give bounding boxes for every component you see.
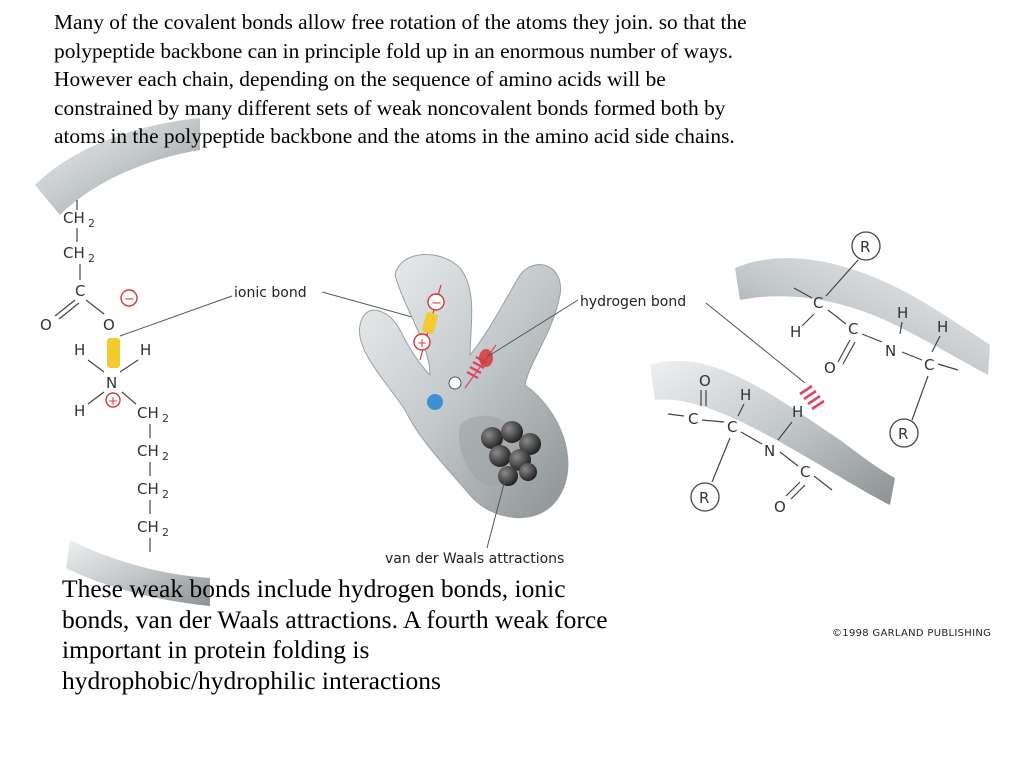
right-o-1: O	[824, 359, 836, 377]
left-o-2: O	[103, 316, 115, 334]
right-c-2: C	[848, 320, 858, 338]
left-ch2-4: CH	[137, 442, 159, 460]
hydrogen-bond-label: hydrogen bond	[580, 294, 686, 310]
left-ch2-2-sub: 2	[88, 252, 95, 265]
left-ch2-1: CH	[63, 209, 85, 227]
right-n-1: N	[885, 342, 896, 360]
left-ch2-3-sub: 2	[162, 412, 169, 425]
left-minus-charge: −	[124, 292, 135, 307]
ionic-bond-mark-left	[107, 338, 120, 368]
ionic-bond-label: ionic bond	[234, 285, 307, 301]
left-ch2-4-sub: 2	[162, 450, 169, 463]
bottom-paragraph: These weak bonds include hydrogen bonds,…	[62, 574, 608, 695]
right-h-2: H	[897, 304, 908, 322]
left-top-backbone	[35, 118, 200, 215]
left-h-1: H	[74, 341, 85, 359]
right-c-3: C	[924, 356, 934, 374]
right-c-1: C	[813, 294, 823, 312]
left-ch2-1-sub: 2	[88, 217, 95, 230]
van-der-waals-cluster	[481, 421, 541, 486]
left-ch2-5: CH	[137, 480, 159, 498]
left-o-1: O	[40, 316, 52, 334]
right-r-2: R	[898, 425, 908, 443]
right-bottom-backbone	[650, 360, 895, 505]
right-top-backbone	[735, 258, 990, 375]
left-n: N	[106, 374, 117, 392]
right-c-5: C	[727, 418, 737, 436]
fold-minus-charge: −	[431, 296, 442, 311]
right-o-2: O	[699, 372, 711, 390]
right-c-6: C	[800, 463, 810, 481]
atom-blue	[427, 394, 443, 410]
left-ch2-3: CH	[137, 404, 159, 422]
hydrogen-bond-mark-right	[799, 384, 825, 411]
ionic-bond-leader-left	[119, 295, 233, 337]
right-h-4: H	[740, 386, 751, 404]
vdw-label: van der Waals attractions	[385, 551, 564, 567]
top-paragraph: Many of the covalent bonds allow free ro…	[54, 10, 747, 148]
left-ch2-6: CH	[137, 518, 159, 536]
folded-chain: − +	[358, 254, 569, 518]
right-c-4: C	[688, 410, 698, 428]
left-bottom-backbone	[66, 540, 210, 606]
hydrogen-bond-leader-left	[486, 299, 579, 358]
right-r-3: R	[699, 489, 709, 507]
left-c: C	[75, 282, 85, 300]
left-h-2: H	[140, 341, 151, 359]
left-ch2-2: CH	[63, 244, 85, 262]
right-o-3: O	[774, 498, 786, 516]
copyright-credit: ©1998 GARLAND PUBLISHING	[832, 628, 991, 639]
right-r-1: R	[860, 238, 870, 256]
right-h-3: H	[937, 318, 948, 336]
left-h-3: H	[74, 402, 85, 420]
right-n-2: N	[764, 442, 775, 460]
left-ch2-6-sub: 2	[162, 526, 169, 539]
right-chain: R C H C O H N H C R	[667, 231, 959, 516]
left-plus-charge: +	[108, 394, 118, 408]
left-chain: CH 2 CH 2 C O O − H H N H + CH	[40, 200, 169, 552]
vdw-leader	[486, 479, 506, 549]
right-h-5: H	[792, 403, 803, 421]
ionic-bond-mark-fold	[422, 312, 438, 334]
right-h-1: H	[790, 323, 801, 341]
hydrogen-bond-leader-right	[705, 302, 806, 384]
left-ch2-5-sub: 2	[162, 488, 169, 501]
fold-plus-charge: +	[417, 336, 427, 350]
